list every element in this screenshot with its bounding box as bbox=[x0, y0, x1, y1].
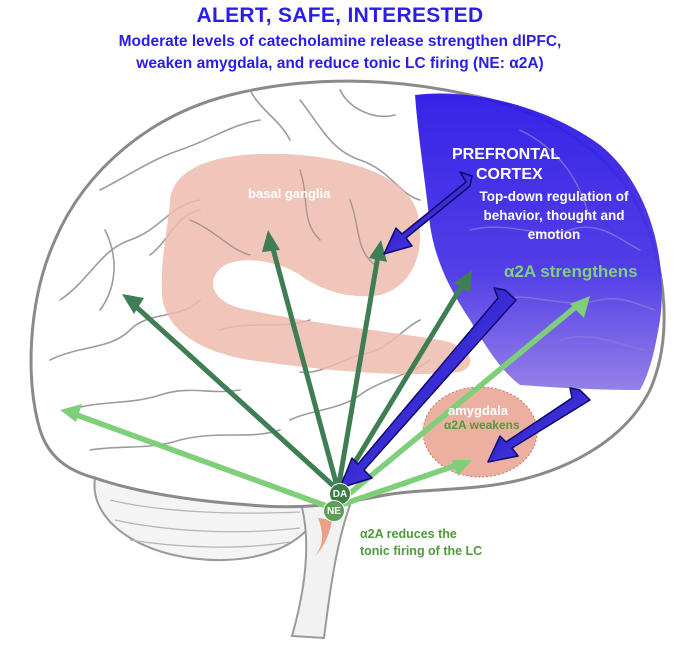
ne-arrows bbox=[60, 296, 590, 511]
locus-coeruleus bbox=[315, 518, 332, 556]
prefrontal-cortex-label-line-1: PREFRONTAL bbox=[452, 146, 561, 163]
prefrontal-cortex-region bbox=[415, 93, 662, 390]
lc-note-line-2: tonic firing of the LC bbox=[360, 544, 483, 558]
pfc-receptor-note: α2A strengthens bbox=[504, 262, 638, 281]
basal-ganglia-region bbox=[161, 153, 471, 375]
lc-note-line-1: α2A reduces the bbox=[360, 527, 457, 541]
brainstem bbox=[290, 498, 352, 640]
amygdala-label: amygdala bbox=[448, 403, 508, 418]
basal-ganglia-label: basal ganglia bbox=[248, 186, 331, 201]
da-arrows bbox=[122, 230, 472, 493]
diagram-subtitle-line-2: weaken amygdala, and reduce tonic LC fir… bbox=[136, 55, 544, 72]
blue-arrows bbox=[339, 171, 591, 489]
amygdala-receptor-note: α2A weakens bbox=[444, 418, 520, 432]
prefrontal-cortex-label: PREFRONTAL CORTEX bbox=[452, 145, 560, 185]
prefrontal-cortex-description: Top-down regulation of behavior, thought… bbox=[479, 189, 629, 242]
diagram-title: ALERT, SAFE, INTERESTED bbox=[196, 4, 484, 27]
ne-node: NE bbox=[323, 500, 345, 522]
lc-receptor-note: α2A reduces the tonic firing of the LC bbox=[360, 526, 482, 560]
diagram-subtitle-line-1: Moderate levels of catecholamine release… bbox=[118, 33, 562, 50]
prefrontal-cortex-label-line-2: CORTEX bbox=[476, 166, 543, 183]
